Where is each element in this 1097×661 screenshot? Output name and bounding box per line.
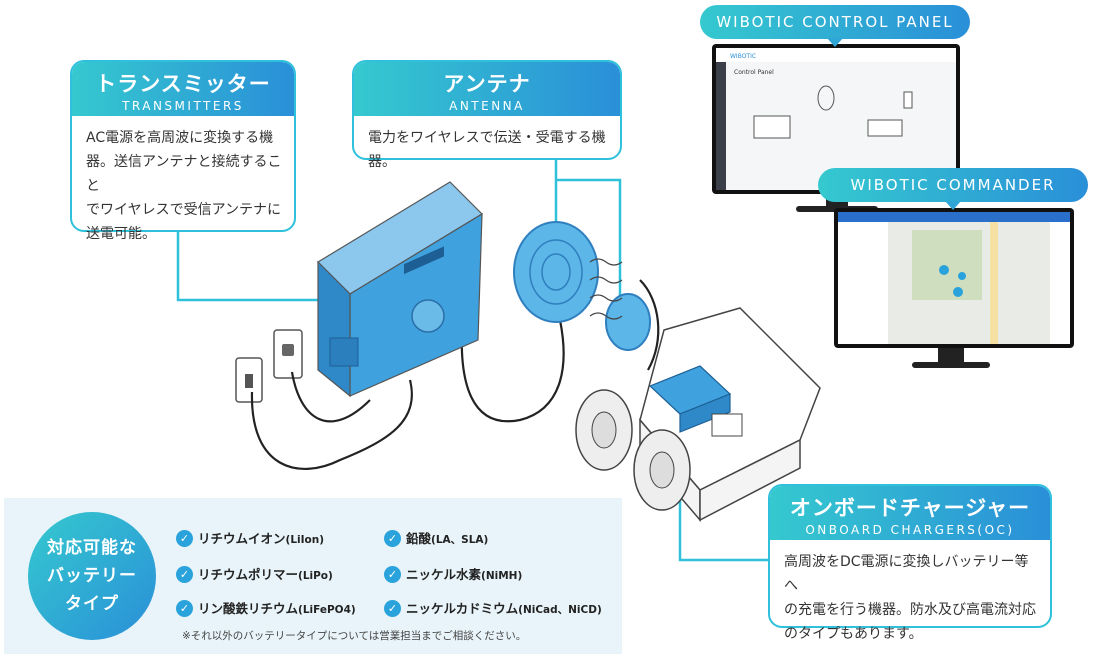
transmitter-description-line: 器。送信アンテナと接続すること [86,154,282,194]
battery-item: ✓ リチウムポリマー(LiPo) [176,564,333,586]
battery-item-abbr: (LiIon) [285,534,324,546]
onboard-charger-callout-header: オンボードチャージャー ONBOARD CHARGERS(OC) [770,486,1050,540]
check-icon: ✓ [176,530,193,547]
antenna-description-line: 電力をワイヤレスで伝送・受電する機器。 [368,130,606,170]
check-icon: ✓ [176,600,193,617]
onboard-charger-description-line: の充電を行う機器。防水及び高電流対応 [784,602,1036,618]
onboard-charger-description: 高周波をDC電源に変換しバッテリー等へ の充電を行う機器。防水及び高電流対応 の… [784,550,1040,646]
battery-item: ✓ リン酸鉄リチウム(LiFePO4) [176,598,356,620]
transmitter-description-line: 送電可能。 [86,226,156,242]
antenna-subtitle: ANTENNA [449,99,525,113]
onboard-charger-subtitle: ONBOARD CHARGERS(OC) [805,523,1015,537]
onboard-charger-description-line: のタイプもあります。 [784,626,923,642]
antenna-title: アンテナ [443,72,531,96]
battery-item-abbr: (NiCad、NiCD) [518,604,602,616]
control-panel-page-title: Control Panel [734,69,774,76]
transmitter-description-line: でワイヤレスで受信アンテナに [86,202,282,218]
battery-item-abbr: (LiFePO4) [298,604,356,616]
antenna-callout: アンテナ ANTENNA 電力をワイヤレスで伝送・受電する機器。 [352,60,622,170]
transmitter-description: AC電源を高周波に変換する機 器。送信アンテナと接続すること でワイヤレスで受信… [86,126,284,246]
battery-item-name: リチウムポリマー [198,567,299,582]
battery-note: ※それ以外のバッテリータイプについては営業担当までご相談ください。 [182,630,527,642]
check-icon: ✓ [384,600,401,617]
control-panel-brand: WIBOTIC [730,53,756,60]
battery-item: ✓ リチウムイオン(LiIon) [176,528,324,550]
battery-item-name: リン酸鉄リチウム [198,601,299,616]
check-icon: ✓ [384,530,401,547]
battery-types-badge: 対応可能な バッテリー タイプ [28,512,156,640]
check-icon: ✓ [176,566,193,583]
battery-item-name: ニッケル水素 [406,567,482,582]
transmitter-title: トランスミッター [95,72,271,96]
antenna-callout-header: アンテナ ANTENNA [354,62,620,116]
commander-monitor [834,208,1074,368]
transmitter-callout: トランスミッター TRANSMITTERS AC電源を高周波に変換する機 器。送… [70,60,296,242]
battery-item-abbr: (LiPo) [298,570,333,582]
control-panel-label: WIBOTIC CONTROL PANEL [700,5,970,47]
onboard-charger-title: オンボードチャージャー [789,496,1031,520]
transmitter-device [317,181,483,398]
onboard-charger-callout: オンボードチャージャー ONBOARD CHARGERS(OC) 高周波をDC電… [768,484,1052,642]
battery-types-panel: 対応可能な バッテリー タイプ ✓ リチウムイオン(LiIon) ✓ 鉛酸(LA、S… [4,498,622,654]
battery-item: ✓ ニッケルカドミウム(NiCad、NiCD) [384,598,602,620]
robot-chassis [575,307,821,523]
transmitter-subtitle: TRANSMITTERS [122,99,244,113]
battery-item-name: リチウムイオン [198,531,286,546]
badge-line: タイプ [65,594,119,614]
onboard-charger-description-line: 高周波をDC電源に変換しバッテリー等へ [784,554,1029,594]
battery-item: ✓ ニッケル水素(NiMH) [384,564,522,586]
badge-line: 対応可能な [47,538,137,558]
battery-item-name: 鉛酸 [406,531,432,546]
battery-item-abbr: (LA、SLA) [431,534,489,546]
check-icon: ✓ [384,566,401,583]
battery-item-abbr: (NiMH) [481,570,523,582]
antenna-coil-icon [513,221,651,351]
antenna-description: 電力をワイヤレスで伝送・受電する機器。 [368,126,610,174]
commander-label: WIBOTIC COMMANDER [818,168,1088,210]
transmitter-description-line: AC電源を高周波に変換する機 [86,130,274,146]
transmitter-callout-header: トランスミッター TRANSMITTERS [72,62,294,116]
badge-line: バッテリー [47,566,137,586]
battery-item-name: ニッケルカドミウム [406,601,519,616]
battery-item: ✓ 鉛酸(LA、SLA) [384,528,488,550]
control-panel-monitor [712,44,960,212]
power-outlet-icon [235,329,303,403]
